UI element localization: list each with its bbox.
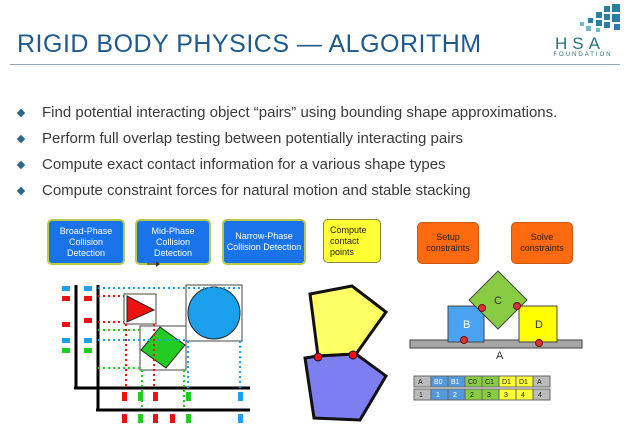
constraint-point bbox=[513, 302, 521, 310]
table-index: 3 bbox=[504, 392, 508, 399]
bullet-item: Find potential interacting object “pairs… bbox=[16, 104, 558, 130]
ground-plank bbox=[409, 339, 583, 349]
bullet-item: Compute exact contact information for a … bbox=[16, 156, 557, 182]
bullet-text: Compute exact contact information for a … bbox=[42, 156, 446, 173]
label-c: C bbox=[494, 295, 502, 307]
bullet-text: Perform full overlap testing between pot… bbox=[42, 130, 464, 147]
broad-phase-box: Broad-Phase Collision Detection bbox=[47, 219, 125, 265]
table-cell: A bbox=[418, 379, 423, 386]
table-cell: C1 bbox=[485, 379, 494, 386]
constraint-table: A B0 B1 C0 C1 D1 D1 A 1 1 2 2 3 3 4 4 bbox=[413, 375, 551, 401]
table-cell: B0 bbox=[434, 379, 443, 386]
block-c bbox=[468, 270, 528, 330]
logo-subtext: FOUNDATION bbox=[553, 52, 613, 58]
logo-text: HSA bbox=[555, 34, 605, 53]
table-cell: B1 bbox=[451, 379, 460, 386]
title-divider bbox=[10, 64, 620, 65]
table-cell: A bbox=[537, 379, 542, 386]
label-a: A bbox=[496, 350, 504, 362]
table-index: 1 bbox=[419, 392, 423, 399]
blue-circle bbox=[187, 286, 241, 340]
table-index: 2 bbox=[453, 392, 457, 399]
compute-contact-box: Compute contact points bbox=[323, 219, 381, 263]
table-index: 3 bbox=[487, 392, 491, 399]
narrow-phase-box: Narrow-Phase Collision Detection bbox=[222, 219, 306, 265]
table-cell: D1 bbox=[502, 379, 511, 386]
solve-constraints-box: Solve constraints bbox=[511, 222, 573, 264]
constraint-point bbox=[535, 339, 543, 347]
table-index: 4 bbox=[538, 392, 542, 399]
constraint-point bbox=[460, 336, 468, 344]
bullet-text: Compute constraint forces for natural mo… bbox=[42, 182, 471, 199]
broad-phase-diagram bbox=[62, 284, 250, 423]
bullet-item: Perform full overlap testing between pot… bbox=[16, 130, 557, 156]
red-triangle bbox=[126, 295, 156, 323]
setup-constraints-box: Setup constraints bbox=[417, 222, 479, 264]
hsa-logo-icon bbox=[580, 4, 620, 32]
table-index: 2 bbox=[470, 392, 474, 399]
bullet-item: Compute constraint forces for natural mo… bbox=[16, 182, 557, 208]
page-title: RIGID BODY PHYSICS — ALGORITHM bbox=[17, 30, 482, 58]
contact-point bbox=[348, 350, 358, 360]
mid-phase-box: Mid-Phase Collision Detection bbox=[135, 219, 211, 265]
narrow-phase-diagram bbox=[303, 284, 389, 422]
stacking-diagram: B D C A A B0 bbox=[409, 270, 583, 401]
table-index: 1 bbox=[436, 392, 440, 399]
blue-polygon bbox=[303, 352, 388, 422]
label-d: D bbox=[535, 319, 543, 331]
contact-point bbox=[313, 352, 323, 362]
yellow-polygon bbox=[308, 284, 389, 358]
arrow-icon bbox=[147, 261, 160, 267]
block-b bbox=[447, 305, 485, 343]
green-square bbox=[140, 326, 186, 369]
constraint-point bbox=[478, 304, 486, 312]
table-index: 4 bbox=[521, 392, 525, 399]
label-b: B bbox=[463, 319, 470, 331]
table-cell: C0 bbox=[468, 379, 477, 386]
block-d bbox=[518, 305, 558, 343]
table-cell: D1 bbox=[519, 379, 528, 386]
bullet-list: Find potential interacting object “pairs… bbox=[16, 104, 558, 208]
bullet-text: Find potential interacting object “pairs… bbox=[42, 104, 558, 121]
